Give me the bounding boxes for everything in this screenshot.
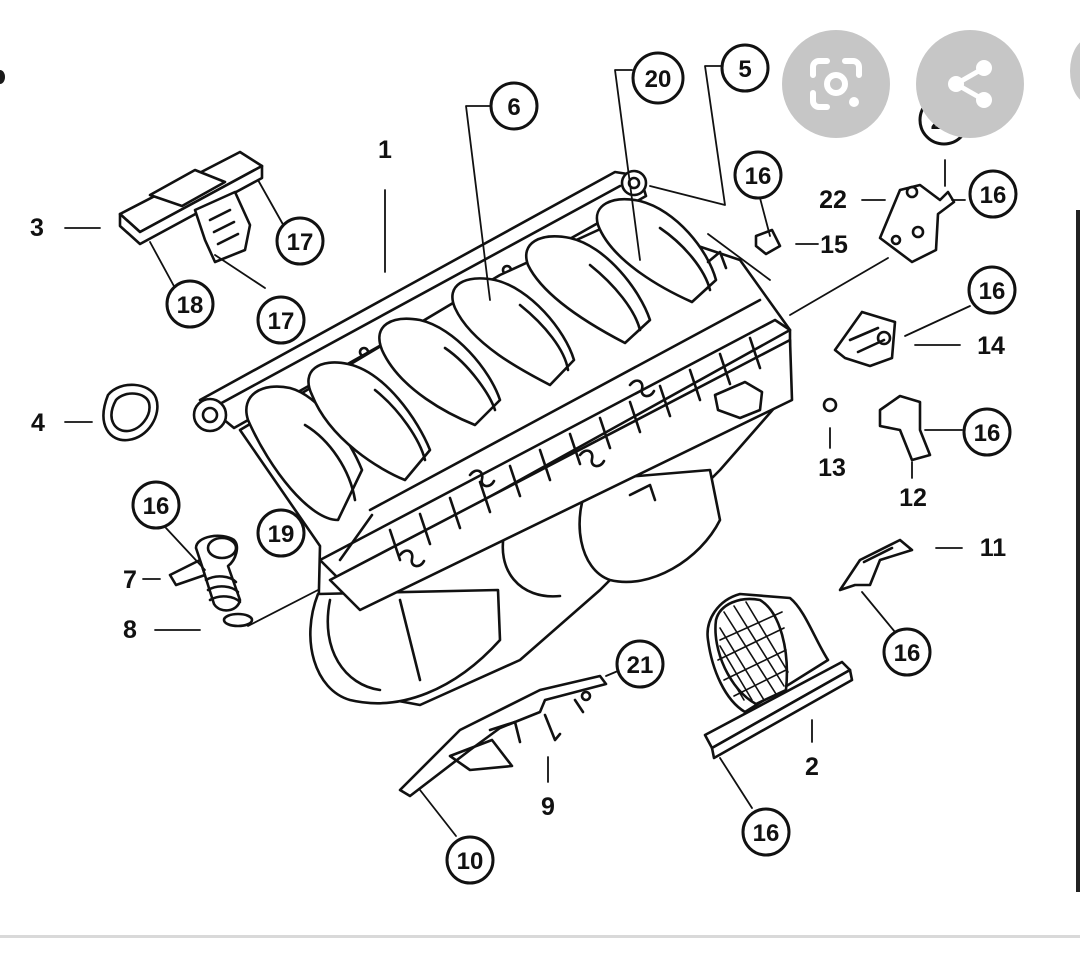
share-button[interactable]	[916, 30, 1024, 138]
circled-part-labels: 6 20 5 16 23 16 17 18 17 16 16 16 19 16 …	[131, 43, 1018, 885]
svg-text:21: 21	[627, 652, 654, 679]
bracket-part-22	[878, 183, 956, 264]
circled-label: 16	[131, 480, 181, 530]
circled-label: 19	[256, 508, 306, 558]
valve-part-7	[168, 534, 254, 628]
share-icon	[948, 60, 992, 108]
circled-label: 16	[968, 169, 1018, 219]
circled-label: 16	[733, 150, 783, 200]
svg-text:16: 16	[974, 420, 1001, 447]
part-number-labels: 1 3 4 7 8 9 2 22 15 14 13 12 11	[30, 136, 1006, 821]
circled-label: 16	[967, 265, 1017, 315]
bracket-part-9	[398, 674, 608, 798]
bottom-divider	[0, 935, 1080, 938]
circled-label: 6	[489, 81, 539, 131]
svg-text:20: 20	[645, 66, 672, 93]
circled-label: 10	[445, 835, 495, 885]
o-ring-part-4	[102, 383, 159, 442]
svg-text:16: 16	[143, 493, 170, 520]
part-label: 11	[980, 534, 1007, 562]
svg-text:17: 17	[268, 308, 295, 335]
sensor-part-12	[822, 394, 932, 462]
circled-label: 5	[720, 43, 770, 93]
circled-label: 16	[741, 807, 791, 857]
circled-label: 20	[631, 51, 685, 105]
part-label: 4	[31, 409, 45, 437]
part-label: 7	[123, 566, 137, 594]
svg-text:18: 18	[177, 292, 204, 319]
part-label: 8	[123, 616, 137, 644]
partial-button-left	[0, 70, 5, 84]
part-label: 14	[977, 332, 1005, 360]
lens-icon	[810, 58, 862, 110]
clip-part-11	[838, 538, 914, 592]
svg-text:16: 16	[980, 182, 1007, 209]
sensor-part-3	[118, 150, 264, 264]
circled-label: 17	[275, 216, 325, 266]
part-label: 3	[30, 214, 44, 242]
svg-text:5: 5	[738, 56, 751, 83]
part-label: 1	[378, 136, 392, 164]
actuator-part-14	[833, 310, 897, 368]
lens-button[interactable]	[782, 30, 890, 138]
part-label: 2	[805, 753, 819, 781]
part-label: 15	[820, 231, 848, 259]
partial-button-right[interactable]	[1070, 38, 1080, 104]
circled-label: 21	[615, 639, 665, 689]
part-label: 22	[819, 186, 847, 214]
svg-text:10: 10	[457, 848, 484, 875]
circled-label: 16	[962, 407, 1012, 457]
frame-edge	[1076, 210, 1080, 892]
svg-text:16: 16	[753, 820, 780, 847]
part-label: 13	[818, 454, 846, 482]
svg-text:16: 16	[894, 640, 921, 667]
leader-lines	[64, 65, 971, 837]
circled-label: 16	[882, 627, 932, 677]
part-label: 9	[541, 793, 555, 821]
intake-manifold-part	[192, 169, 794, 707]
circled-label: 18	[165, 279, 215, 329]
clip-part-15	[754, 228, 782, 256]
svg-text:6: 6	[507, 94, 520, 121]
throttle-body-part-2	[703, 592, 854, 760]
circled-label: 17	[256, 295, 306, 345]
svg-text:16: 16	[979, 278, 1006, 305]
svg-text:16: 16	[745, 163, 772, 190]
svg-text:17: 17	[287, 229, 314, 256]
part-label: 12	[899, 484, 927, 512]
svg-text:19: 19	[268, 521, 295, 548]
